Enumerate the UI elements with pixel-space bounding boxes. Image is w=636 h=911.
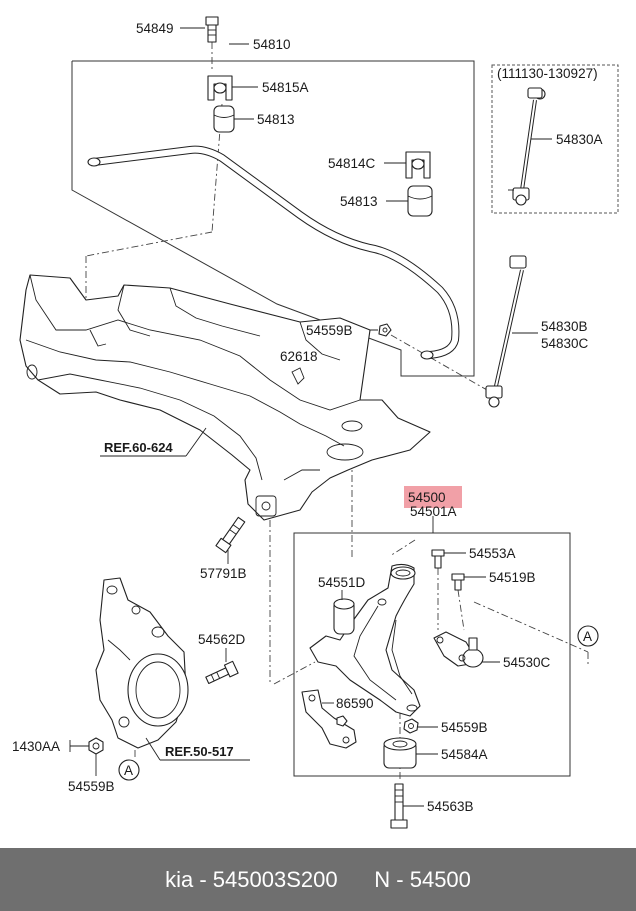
- label-54830C: 54830C: [541, 336, 589, 351]
- label-54849: 54849: [136, 21, 174, 36]
- ball-joint-54530C: [433, 631, 484, 668]
- footer-brand: kia: [165, 866, 194, 892]
- label-54501A: 54501A: [410, 504, 457, 519]
- label-54500: 54500: [408, 490, 446, 505]
- nut-54559B-top: [378, 323, 392, 337]
- bracket-54814C: [405, 151, 431, 179]
- footer-n-label: N: [374, 866, 391, 892]
- label-54830B: 54830B: [541, 319, 588, 334]
- nut-54559B-bottom: [88, 737, 104, 755]
- bolt-57791B: [215, 516, 246, 554]
- bushing-54584A: [383, 737, 417, 769]
- link-54830B: [485, 255, 527, 408]
- footer-part-number: 545003S200: [212, 866, 338, 892]
- label-86590: 86590: [336, 696, 374, 711]
- footer-sep-1: -: [193, 866, 213, 892]
- link-variant-box: [491, 64, 619, 214]
- nut-86590: [336, 715, 348, 727]
- ref-60-624: REF.60-624: [104, 440, 173, 455]
- bushing-54813-lower: [407, 185, 433, 217]
- part-number-footer: kia - 545003S200 N - 54500: [0, 848, 636, 911]
- label-54563B: 54563B: [427, 799, 474, 814]
- label-62618: 62618: [280, 349, 318, 364]
- label-54813-upper: 54813: [257, 112, 295, 127]
- footer-sep-2: -: [390, 866, 410, 892]
- label-54551D: 54551D: [318, 575, 366, 590]
- bracket-54815A: [207, 75, 233, 101]
- footer-gap: [338, 867, 375, 893]
- leader-ref-50-517: [145, 737, 161, 761]
- label-1430AA: 1430AA: [12, 739, 60, 754]
- lower-arm: [309, 563, 421, 717]
- ref-50-517: REF.50-517: [165, 744, 234, 759]
- subframe: [19, 274, 431, 521]
- stabilizer-group-box: [71, 60, 475, 377]
- label-54562D: 54562D: [198, 632, 246, 647]
- label-54814C: 54814C: [328, 156, 376, 171]
- bushing-54813-upper: [213, 105, 235, 133]
- callout-a-right: A: [583, 629, 592, 644]
- bolt-54849: [205, 16, 219, 43]
- lower-arm-group-box: [293, 532, 571, 777]
- label-54559B-top: 54559B: [306, 323, 353, 338]
- label-54810: 54810: [253, 37, 291, 52]
- bolt-54519B: [451, 573, 465, 591]
- label-54815A: 54815A: [262, 80, 309, 95]
- callout-circle-a-left: [118, 759, 140, 781]
- label-54813-lower: 54813: [340, 194, 378, 209]
- callout-circle-a-right: [577, 625, 599, 647]
- label-54553A: 54553A: [469, 546, 516, 561]
- label-date-range: (111130-130927): [497, 66, 598, 81]
- footer-n-value: 54500: [409, 866, 471, 892]
- leader-ref-60-624: [185, 427, 207, 457]
- bracket-86590: [301, 689, 357, 749]
- label-54559B-mid: 54559B: [441, 720, 488, 735]
- bolt-54563B: [390, 783, 408, 829]
- stabilizer-bar: [87, 145, 460, 360]
- label-54519B: 54519B: [489, 570, 536, 585]
- bolt-54562D: [205, 660, 239, 685]
- callout-a-left: A: [124, 763, 133, 778]
- label-54830A: 54830A: [556, 132, 603, 147]
- knuckle: [95, 577, 189, 749]
- label-54559B-bottom: 54559B: [68, 779, 115, 794]
- label-54530C: 54530C: [503, 655, 551, 670]
- link-54830A: [508, 87, 546, 206]
- parts-diagram: 54849 54810 54815A 54813 54814C 54813 54…: [12, 16, 619, 829]
- bushing-54551D: [333, 598, 355, 635]
- highlight-54500: [404, 486, 462, 508]
- bolt-54553A: [431, 549, 445, 569]
- label-57791B: 57791B: [200, 566, 247, 581]
- nut-54559B-mid: [403, 718, 419, 734]
- label-54584A: 54584A: [441, 747, 488, 762]
